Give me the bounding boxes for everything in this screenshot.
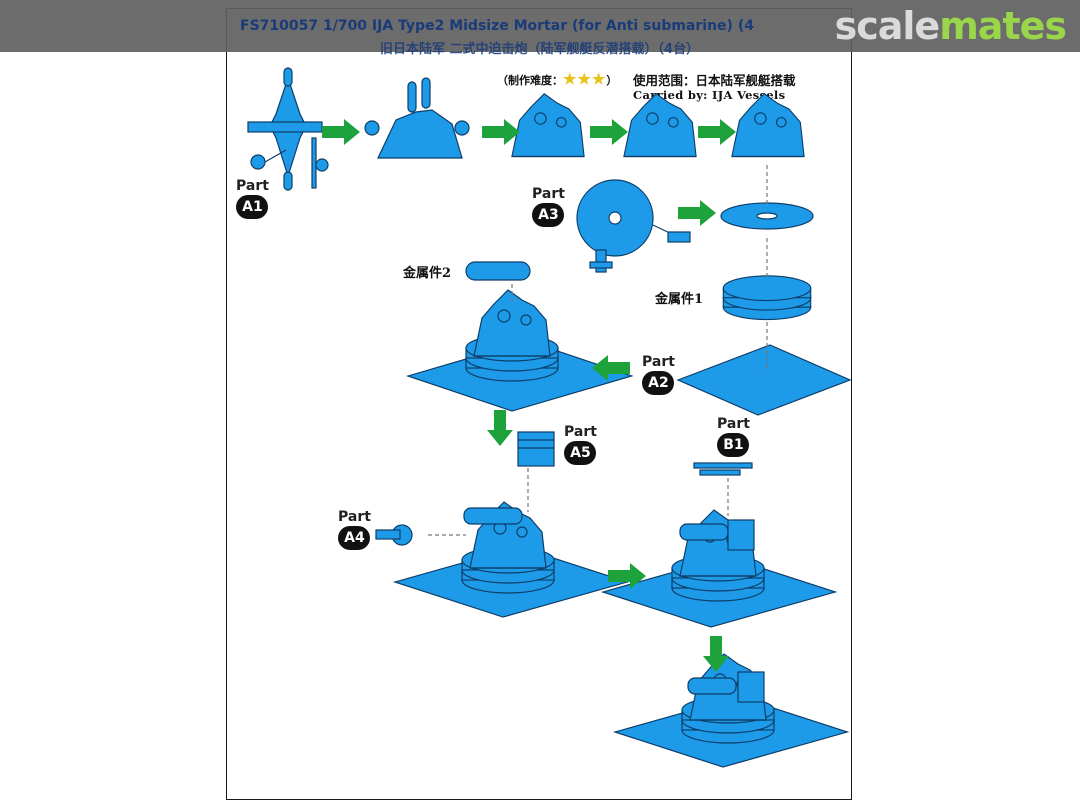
part-badge: A3 <box>532 203 565 227</box>
part-a4-gear <box>375 524 413 546</box>
part-badge: A1 <box>236 195 269 219</box>
step-arrow-4 <box>698 119 736 145</box>
part-badge: A5 <box>564 441 597 465</box>
part-a1-exploded <box>247 67 329 191</box>
assembly-stage-1 <box>407 289 633 412</box>
step-arrow-1 <box>322 119 360 145</box>
usage-en: Carried by: IJA Vessels <box>633 88 786 102</box>
part-a3 <box>576 179 691 273</box>
sheet-title: FS710057 1/700 IJA Type2 Midsize Mortar … <box>240 18 754 34</box>
assembly-final <box>614 653 849 768</box>
housing-step-5 <box>731 93 805 158</box>
part-badge: A4 <box>338 526 371 550</box>
step-arrow-3 <box>590 119 628 145</box>
housing-step-2 <box>364 77 470 159</box>
housing-step-4 <box>623 93 697 158</box>
step-arrow-2 <box>482 119 520 145</box>
part-b1 <box>693 462 753 476</box>
metal-part-2-label: 金属件2 <box>403 266 452 281</box>
step-arrow-7 <box>487 410 513 446</box>
sheet-subtitle-cn: 旧日本陆军 二式中迫击炮（陆军舰艇反潜搭载）（4台） <box>380 42 700 57</box>
usage-cn: 使用范围：日本陆军舰艇搭载 <box>633 73 796 88</box>
metal-part-1-label: 金属件1 <box>655 292 704 307</box>
top-bar <box>0 0 1080 52</box>
part-a2-plate <box>677 344 851 416</box>
housing-step-3 <box>511 93 585 158</box>
metal-part-1-disc <box>722 275 812 321</box>
part-a5-shield <box>517 431 555 467</box>
part-badge: A2 <box>642 371 675 395</box>
difficulty-rating: （制作难度：★★★） <box>497 70 618 88</box>
metal-part-2-rod <box>465 261 531 281</box>
part-badge: B1 <box>717 433 750 457</box>
watermark-logo: scalemates <box>834 4 1067 48</box>
difficulty-stars-icon: ★★★ <box>563 70 607 88</box>
assembly-stage-2 <box>394 501 629 618</box>
assembly-stage-3 <box>602 509 837 628</box>
step-arrow-5 <box>678 200 716 226</box>
ring-with-hole <box>720 202 814 230</box>
